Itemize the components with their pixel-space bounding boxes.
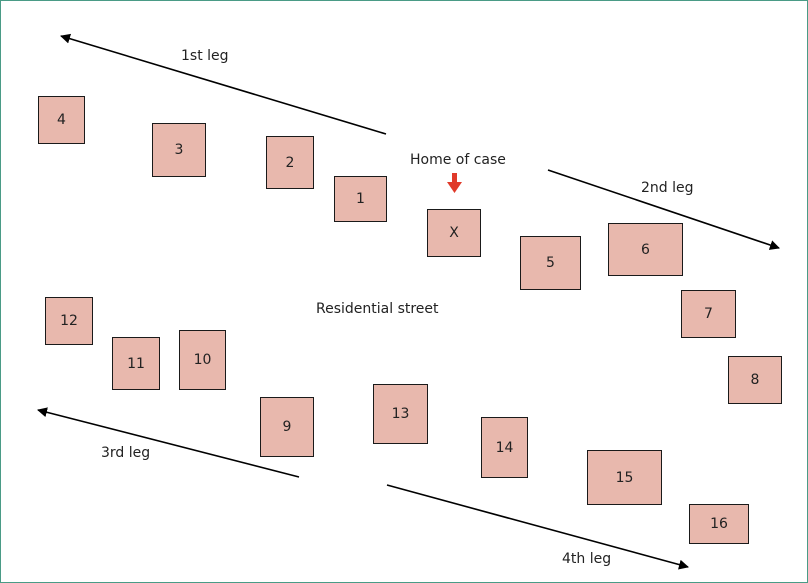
house-14: 14 [481, 417, 528, 478]
first-leg-label: 1st leg [181, 48, 229, 64]
house-15: 15 [587, 450, 662, 505]
house-4: 4 [38, 96, 85, 144]
fourth-leg-arrow [386, 484, 689, 570]
house-16: 16 [689, 504, 749, 544]
second-leg-label: 2nd leg [641, 180, 694, 196]
house-7: 7 [681, 290, 736, 338]
house-2: 2 [266, 136, 314, 189]
house-1: 1 [334, 176, 387, 222]
house-x-home-of-case: X [427, 209, 481, 257]
first-leg-arrow [60, 33, 387, 135]
third-leg-label: 3rd leg [101, 445, 151, 461]
house-12: 12 [45, 297, 93, 345]
second-leg-arrow [547, 169, 780, 250]
house-8: 8 [728, 356, 782, 404]
house-13: 13 [373, 384, 428, 444]
house-3: 3 [152, 123, 206, 177]
third-leg-arrow [37, 407, 300, 478]
house-11: 11 [112, 337, 160, 390]
house-5: 5 [520, 236, 581, 290]
residential-street-label: Residential street [316, 301, 439, 317]
fourth-leg-label: 4th leg [562, 551, 612, 567]
home-of-case-label: Home of case [410, 152, 506, 168]
house-6: 6 [608, 223, 683, 276]
house-9: 9 [260, 397, 314, 457]
home-marker-arrow [447, 173, 462, 193]
house-10: 10 [179, 330, 226, 390]
